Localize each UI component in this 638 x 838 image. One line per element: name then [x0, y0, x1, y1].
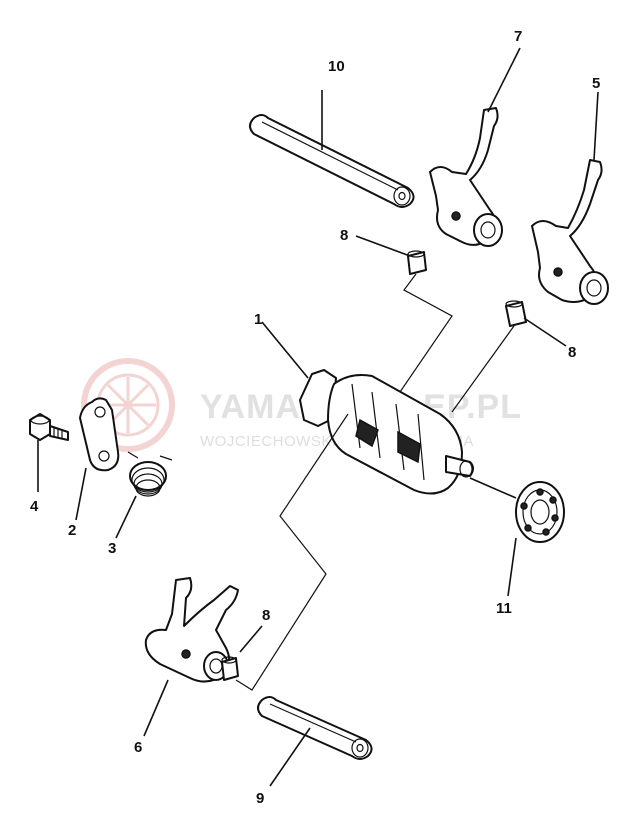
part-10-shaft — [249, 114, 415, 208]
callout-3: 3 — [108, 540, 116, 557]
watermark-logo — [81, 358, 175, 452]
leader-11 — [507, 537, 517, 597]
callout-10: 10 — [328, 58, 345, 75]
callout-1: 1 — [254, 311, 262, 328]
pin-track-line-upper — [399, 273, 453, 393]
part-11-bearing — [515, 481, 565, 543]
part-9-shaft — [257, 696, 373, 760]
part-8-pin-right — [505, 300, 527, 327]
callout-11: 11 — [496, 600, 512, 617]
part-4-bolt — [29, 413, 69, 441]
leader-9 — [269, 727, 311, 787]
pin-track-line-lower — [235, 413, 349, 691]
part-7-shift-fork — [429, 107, 503, 247]
callout-4: 4 — [30, 498, 39, 515]
shaft-to-bearing-line — [469, 477, 517, 499]
callout-7: 7 — [514, 28, 522, 45]
leader-1 — [261, 321, 309, 379]
callout-8-upper: 8 — [340, 227, 348, 244]
leader-8-lower — [239, 625, 263, 653]
callout-5: 5 — [592, 75, 600, 92]
leader-2 — [75, 467, 87, 521]
part-5-shift-fork — [531, 159, 609, 305]
leader-8-upper — [355, 235, 411, 257]
part-8-pin-upper — [407, 250, 427, 275]
leader-7 — [487, 47, 521, 113]
callout-9: 9 — [256, 790, 264, 807]
callout-2: 2 — [68, 522, 76, 539]
callout-8-lower: 8 — [262, 607, 270, 624]
part-1-shift-drum — [299, 369, 474, 495]
part-2-stopper-lever — [79, 397, 120, 472]
callout-6: 6 — [134, 739, 142, 756]
leader-6 — [143, 679, 169, 737]
callout-8-right: 8 — [568, 344, 576, 361]
leader-5 — [593, 91, 599, 161]
leader-8-right — [523, 317, 567, 347]
part-3-spring — [127, 451, 173, 497]
part-8-pin-lower — [221, 656, 239, 681]
leader-3 — [115, 495, 137, 539]
pin-track-line-right — [451, 325, 515, 413]
